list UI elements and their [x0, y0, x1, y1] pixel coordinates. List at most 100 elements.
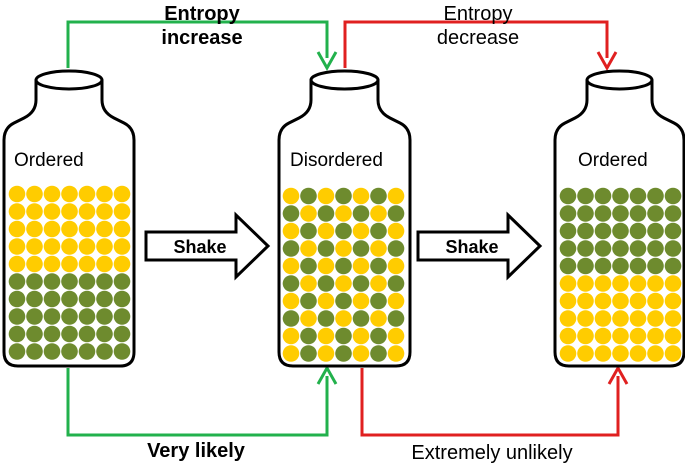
yellow-ball [629, 327, 647, 345]
green-ball [352, 205, 370, 222]
green-ball [647, 257, 664, 275]
green-ball [664, 222, 682, 240]
yellow-ball [26, 185, 43, 203]
yellow-ball [282, 327, 300, 345]
yellow-ball [387, 222, 405, 240]
extremely-unlikely-connector [360, 364, 629, 437]
yellow-ball [113, 203, 131, 220]
yellow-ball [113, 185, 131, 203]
yellow-ball [317, 257, 335, 275]
yellow-ball [282, 345, 300, 362]
green-ball [370, 327, 387, 345]
yellow-ball [594, 310, 612, 327]
shake-label: Shake [445, 237, 498, 257]
bottle-ordered-left: Ordered [2, 69, 136, 368]
yellow-ball [664, 345, 682, 362]
yellow-ball [629, 292, 647, 310]
green-ball [664, 257, 682, 275]
yellow-ball [577, 345, 594, 362]
green-ball [43, 343, 61, 360]
yellow-ball [559, 292, 577, 310]
yellow-ball [352, 327, 370, 345]
entropy-decrease-label-line1: Entropy [444, 3, 513, 25]
yellow-ball [647, 327, 664, 345]
green-ball [594, 257, 612, 275]
green-ball [664, 240, 682, 257]
yellow-ball [26, 220, 43, 238]
green-ball [577, 257, 594, 275]
yellow-ball [113, 255, 131, 273]
shake-label: Shake [173, 237, 226, 257]
green-ball [8, 308, 26, 325]
yellow-ball [43, 203, 61, 220]
green-ball [96, 308, 113, 325]
very-likely-label: Very likely [147, 440, 246, 462]
green-ball [8, 290, 26, 308]
yellow-ball [594, 345, 612, 362]
yellow-ball [96, 255, 113, 273]
green-ball [300, 345, 317, 362]
yellow-ball [559, 275, 577, 292]
yellow-ball [300, 275, 317, 292]
green-ball [664, 187, 682, 205]
yellow-ball [577, 292, 594, 310]
yellow-ball [26, 203, 43, 220]
entropy-decrease-label-line2: decrease [437, 27, 519, 49]
yellow-ball [612, 310, 629, 327]
yellow-ball [387, 327, 405, 345]
green-ball [559, 257, 577, 275]
green-ball [370, 257, 387, 275]
yellow-ball [96, 203, 113, 220]
green-ball [43, 325, 61, 343]
yellow-ball [559, 345, 577, 362]
yellow-ball [300, 205, 317, 222]
bottle-label: Ordered [14, 150, 84, 171]
bottle-disordered-middle: Disordered [277, 69, 412, 368]
bottle-ordered-right: Ordered [553, 69, 685, 368]
yellow-ball [387, 345, 405, 362]
green-ball [647, 240, 664, 257]
yellow-ball [647, 292, 664, 310]
yellow-ball [370, 275, 387, 292]
yellow-ball [664, 292, 682, 310]
yellow-ball [43, 220, 61, 238]
green-ball [96, 290, 113, 308]
green-ball [26, 343, 43, 360]
balls-grid [559, 187, 682, 362]
yellow-ball [8, 255, 26, 273]
yellow-ball [387, 257, 405, 275]
yellow-ball [78, 238, 96, 255]
yellow-ball [96, 220, 113, 238]
green-ball [300, 222, 317, 240]
green-ball [387, 205, 405, 222]
yellow-ball [370, 240, 387, 257]
green-ball [647, 187, 664, 205]
yellow-ball [335, 310, 352, 327]
yellow-ball [61, 255, 78, 273]
green-ball [78, 273, 96, 290]
green-ball [282, 275, 300, 292]
green-ball [352, 310, 370, 327]
entropy-increase-connector [66, 20, 338, 72]
green-ball [629, 257, 647, 275]
green-ball [612, 257, 629, 275]
green-ball [629, 222, 647, 240]
green-ball [352, 240, 370, 257]
green-ball [594, 222, 612, 240]
yellow-ball [647, 345, 664, 362]
yellow-ball [664, 327, 682, 345]
yellow-ball [664, 275, 682, 292]
green-ball [387, 310, 405, 327]
green-ball [43, 273, 61, 290]
yellow-ball [317, 292, 335, 310]
yellow-ball [8, 238, 26, 255]
yellow-ball [96, 185, 113, 203]
green-ball [61, 290, 78, 308]
yellow-ball [282, 257, 300, 275]
yellow-ball [317, 222, 335, 240]
green-ball [300, 187, 317, 205]
yellow-ball [612, 327, 629, 345]
very-likely-connector [66, 364, 338, 437]
